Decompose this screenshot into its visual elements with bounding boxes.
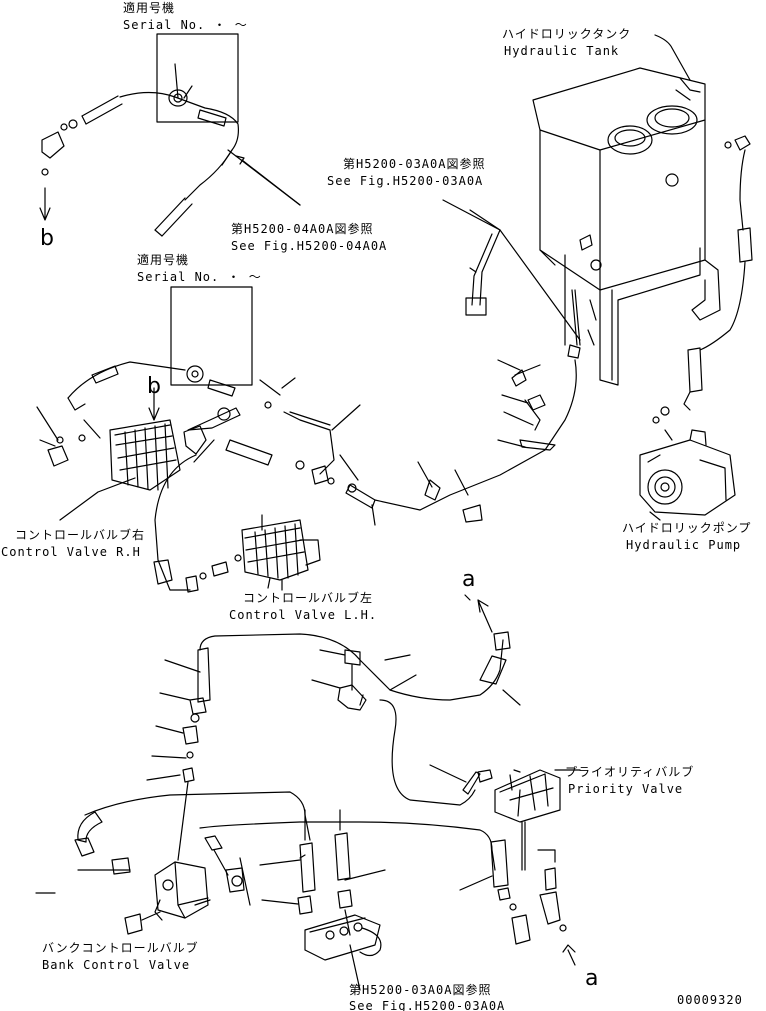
lower-hoses <box>74 631 576 966</box>
callout-b-mid: b <box>147 374 161 399</box>
applicability-serial-upper: Serial No. ・ ～ <box>123 18 248 32</box>
ref-bottom-jp: 第H5200-03A0A図参照 <box>349 983 492 997</box>
ref-upper-left-en: See Fig.H5200-04A0A <box>231 239 388 253</box>
priority-valve-drawing <box>494 769 561 871</box>
control-valve-lh-label-en: Control Valve L.H. <box>229 608 378 622</box>
bank-control-valve-drawing <box>124 861 211 935</box>
ref-top-right-en: See Fig.H5200-03A0A <box>327 174 484 188</box>
leader-pump <box>649 511 661 521</box>
center-hose <box>153 377 421 593</box>
priority-valve-label-en: Priority Valve <box>568 782 684 796</box>
ref-upper-left-jp: 第H5200-04A0A図参照 <box>231 222 374 236</box>
callout-a-bottom: a <box>585 966 599 991</box>
applicability-title-upper: 適用号機 <box>123 1 176 15</box>
hydraulic-tank-label-jp: ハイドロリックタンク <box>502 27 632 41</box>
leader-hydraulic-tank <box>654 34 691 81</box>
hydraulic-pump-label-jp: ハイドロリックポンプ <box>622 521 752 535</box>
callout-b-left: b <box>40 226 54 251</box>
leader-lines-lower <box>35 594 521 991</box>
arrow-a-top <box>477 599 493 633</box>
ref-top-right-jp: 第H5200-03A0A図参照 <box>343 157 486 171</box>
hydraulic-tank-drawing <box>532 67 721 386</box>
applicability-title-middle: 適用号機 <box>137 253 190 267</box>
applicability-box-middle <box>170 286 253 386</box>
upper-left-hose <box>39 63 301 237</box>
leader-ref-top-right <box>469 209 501 231</box>
ref-bottom-en: See Fig.H5200-03A0A <box>349 999 506 1011</box>
lower-block-drawing <box>297 809 382 961</box>
arrow-head <box>235 155 245 165</box>
control-valve-rh-assembly <box>36 361 236 521</box>
bank-control-valve-label-en: Bank Control Valve <box>42 958 191 972</box>
control-valve-lh-label-jp: コントロールバルブ左 <box>243 591 374 605</box>
hydraulic-tank-label-en: Hydraulic Tank <box>504 44 620 58</box>
hydraulic-pump-drawing <box>639 429 736 516</box>
bank-control-valve-label-jp: バンクコントロールバルブ <box>42 941 199 955</box>
callout-a-top: a <box>462 567 476 592</box>
control-valve-lh-drawing <box>241 519 321 591</box>
priority-valve-label-jp: プライオリティバルブ <box>565 765 695 779</box>
control-valve-rh-label-en: Control Valve R.H <box>1 545 141 559</box>
applicability-serial-middle: Serial No. ・ ～ <box>137 270 262 284</box>
hydraulic-pump-label-en: Hydraulic Pump <box>626 538 742 552</box>
drawing-number: 00009320 <box>677 993 743 1007</box>
control-valve-rh-label-jp: コントロールバルブ右 <box>15 528 146 542</box>
tank-fittings <box>417 199 581 523</box>
tank-to-pump-hose <box>652 135 753 441</box>
applicability-box-upper <box>156 33 239 123</box>
leader-ref-upper-left <box>241 159 301 206</box>
